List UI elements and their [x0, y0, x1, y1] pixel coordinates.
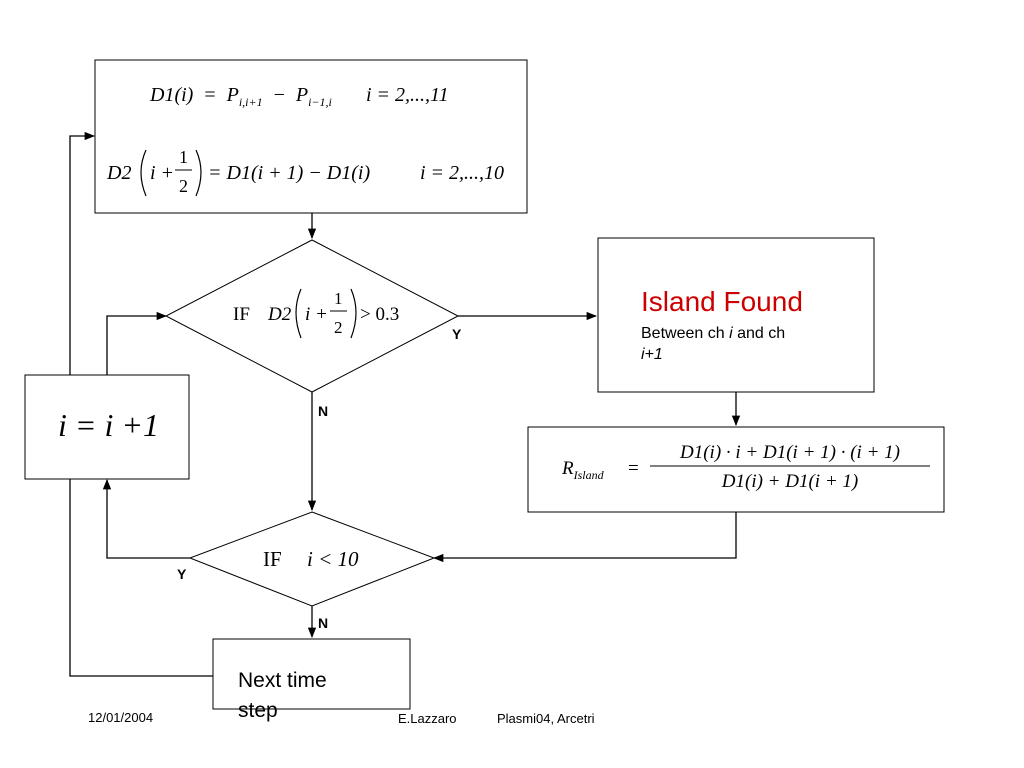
footer-date: 12/01/2004	[88, 710, 153, 725]
increment-box: i = i +1	[24, 374, 190, 480]
island-line1-b: and ch	[733, 325, 785, 342]
decision1-diamond	[164, 239, 460, 393]
next-step-line1: Next time	[238, 669, 327, 692]
d1-eq: =	[204, 84, 215, 106]
decision1-if: IF	[233, 304, 250, 325]
arrow-increment-to-decision1	[106, 311, 168, 375]
decision2-diamond	[188, 511, 436, 607]
d1-range: i = 2,...,11	[366, 84, 449, 106]
d2-rhs: = D1(i + 1) − D1(i)	[208, 162, 370, 184]
d2-left-paren	[140, 149, 147, 197]
increment-frame	[24, 374, 190, 480]
decision1-cond: > 0.3	[360, 304, 399, 325]
island-line1-i: i	[729, 325, 733, 342]
r-numerator: D1(i) · i + D1(i + 1) · (i + 1)	[679, 442, 900, 463]
island-line2: i+1	[641, 346, 663, 363]
increment-text: i = i +1	[58, 407, 159, 443]
r-lhs: R	[561, 458, 574, 479]
next-step-frame	[212, 638, 411, 710]
d2-range: i = 2,...,10	[420, 162, 504, 184]
d1-p1: P	[226, 84, 239, 106]
decision2: IF i < 10	[188, 511, 436, 607]
r-lhs-group: RIsland	[561, 458, 605, 482]
r-denominator: D1(i) + D1(i + 1)	[721, 471, 858, 492]
d1-lhs: D1(i)	[149, 84, 194, 106]
d1-p2-sub: i−1,i	[308, 95, 332, 109]
d2-frac-den: 2	[179, 176, 188, 196]
arrow-decision2-to-increment	[102, 478, 190, 559]
decision1-right-paren	[350, 288, 357, 339]
island-box-frame	[597, 237, 875, 393]
decision1-name: D2	[267, 304, 292, 325]
decision2-cond: i < 10	[307, 547, 359, 571]
d2-right-paren	[195, 149, 202, 197]
arrow-rformula-to-decision2	[432, 512, 737, 563]
d1-formula: D1(i) = Pi,i+1 − Pi−1,i	[149, 84, 332, 111]
next-step-box: Next time step	[212, 638, 411, 722]
footer-conference: Plasmi04, Arcetri	[497, 711, 595, 726]
label-n1: N	[318, 403, 328, 419]
island-box: Island Found Between ch i and ch i+1	[597, 237, 875, 393]
d1-minus: −	[274, 84, 285, 106]
decision1-left-paren	[295, 288, 302, 339]
decision1-frac-num: 1	[334, 289, 343, 308]
footer-author: E.Lazzaro	[398, 711, 457, 726]
r-eq: =	[628, 458, 639, 479]
r-formula-frame	[527, 426, 945, 513]
decision1: IF D2 i + 1 2 > 0.3	[164, 239, 460, 393]
next-step-line2: step	[238, 699, 278, 722]
island-line1-a: Between ch	[641, 325, 729, 342]
formula-box: D1(i) = Pi,i+1 − Pi−1,i i = 2,...,11 D2 …	[94, 59, 528, 214]
d2-lhs-arg: i +	[150, 162, 174, 184]
label-y2: Y	[177, 566, 187, 582]
r-formula-box: RIsland = D1(i) · i + D1(i + 1) · (i + 1…	[527, 426, 945, 513]
d1-p1-sub: i,i+1	[239, 95, 263, 109]
island-title: Island Found	[641, 286, 803, 317]
d1-p2: P	[295, 84, 308, 106]
decision1-arg: i +	[305, 304, 328, 325]
d2-lhs-name: D2	[106, 162, 131, 184]
decision2-if: IF	[263, 547, 282, 571]
island-line1: Between ch i and ch	[641, 325, 785, 342]
r-lhs-sub: Island	[573, 468, 605, 482]
label-y1: Y	[452, 326, 462, 342]
d2-frac-num: 1	[179, 147, 188, 167]
label-n2: N	[318, 615, 328, 631]
formula-box-frame	[94, 59, 528, 214]
decision1-frac-den: 2	[334, 318, 343, 337]
